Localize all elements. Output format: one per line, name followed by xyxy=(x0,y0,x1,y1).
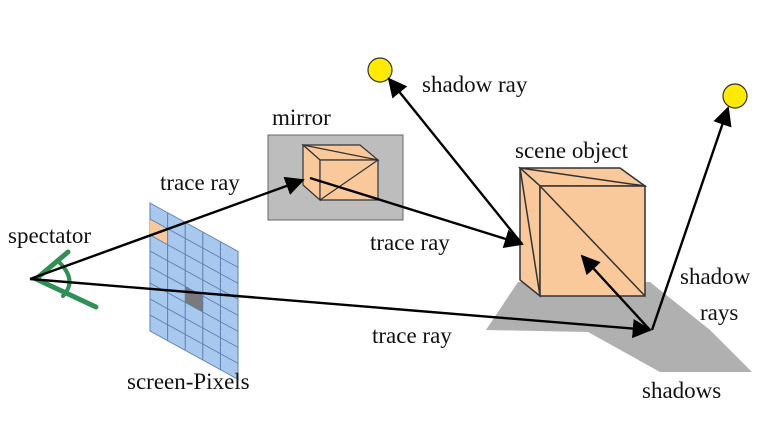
light-source-icon xyxy=(367,57,393,83)
label-shadow-ray: shadow ray xyxy=(422,72,528,97)
label-scene-object: scene object xyxy=(515,138,629,163)
label-screen-pixels: screen-Pixels xyxy=(127,369,250,394)
trace-ray-eye-to-mirror xyxy=(29,176,305,281)
trace-ray-mirror-to-object xyxy=(309,176,524,249)
rays xyxy=(29,77,732,339)
scene-object-cube xyxy=(518,166,648,298)
label-mirror: mirror xyxy=(272,105,331,130)
label-shadows: shadows xyxy=(642,378,721,403)
light-source-icon xyxy=(722,83,748,109)
label-trace-ray-top: trace ray xyxy=(160,170,240,195)
shadow-ray-to-cube xyxy=(580,254,651,331)
mirror-reflection-cube xyxy=(301,143,380,202)
trace-ray-eye-to-shadow xyxy=(29,277,652,339)
label-trace-ray-middle: trace ray xyxy=(370,230,450,255)
label-trace-ray-bottom: trace ray xyxy=(372,323,452,348)
label-shadow-rays-line2: rays xyxy=(700,300,738,325)
shadow-ray-to-right-light xyxy=(650,106,732,331)
label-spectator: spectator xyxy=(8,223,91,248)
shadow-ray-to-left-light xyxy=(387,77,523,245)
label-shadow-rays-line1: shadow xyxy=(680,264,751,289)
